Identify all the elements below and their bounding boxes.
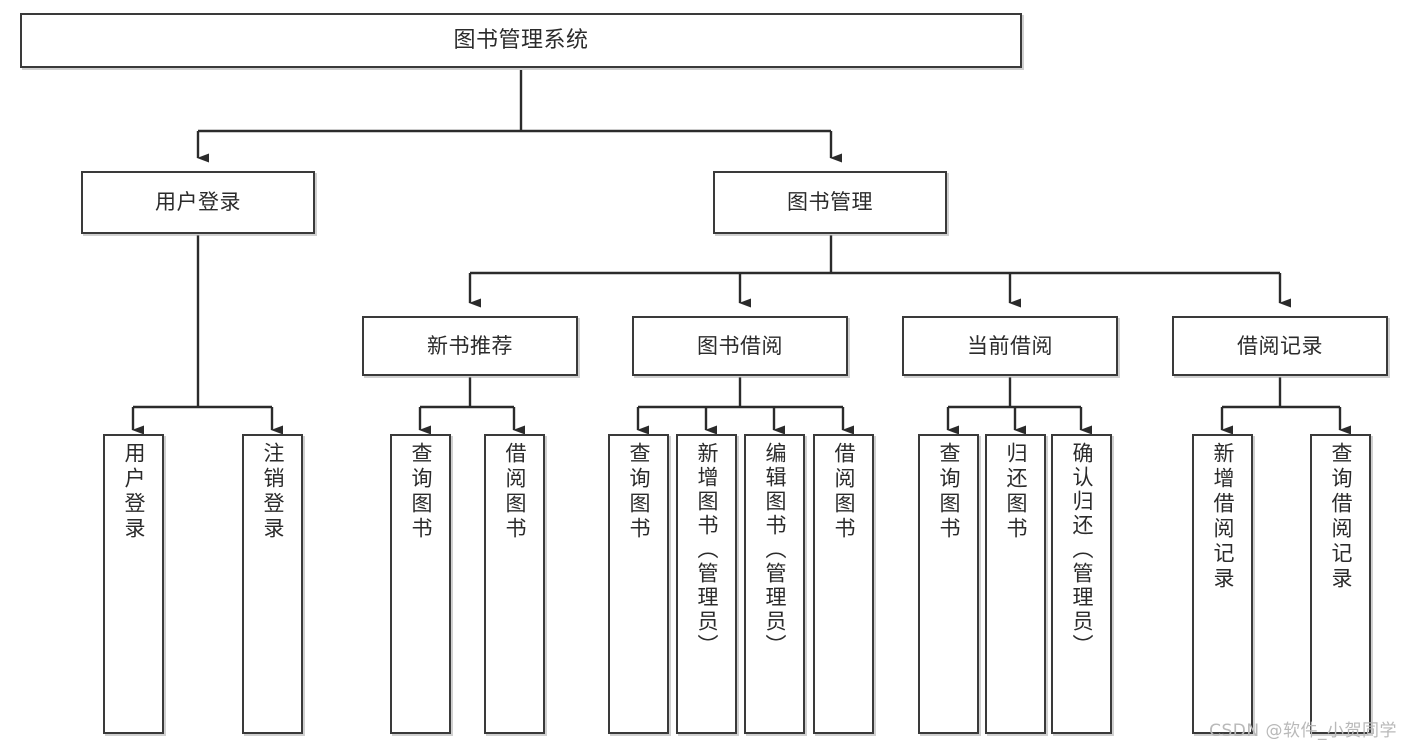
node-book-borrow[interactable]: 图书借阅 [632,316,848,376]
node-leaf-user-login[interactable]: 用户登录 [103,434,164,734]
node-label: 当前借阅 [967,333,1053,358]
node-leaf-logout[interactable]: 注销登录 [242,434,303,734]
node-label: 查询图书 [627,442,651,542]
node-leaf-borrow-book-rec[interactable]: 借阅图书 [484,434,545,734]
node-leaf-confirm-return-admin[interactable]: 确认归还（管理员） [1051,434,1112,734]
node-new-book-recommend[interactable]: 新书推荐 [362,316,578,376]
node-label: 用户登录 [122,442,146,542]
node-label: 新增图书（管理员） [695,442,719,658]
node-leaf-query-book-borrow[interactable]: 查询图书 [608,434,669,734]
node-leaf-borrow-book[interactable]: 借阅图书 [813,434,874,734]
node-label: 借阅记录 [1237,333,1323,358]
node-label: 借阅图书 [832,442,856,542]
node-label: 用户登录 [155,190,241,215]
node-label: 借阅图书 [503,442,527,542]
node-label: 图书管理 [787,190,873,215]
node-book-management[interactable]: 图书管理 [713,171,947,234]
node-label: 确认归还（管理员） [1070,442,1094,658]
node-leaf-query-borrow-record[interactable]: 查询借阅记录 [1310,434,1371,734]
node-leaf-query-book-current[interactable]: 查询图书 [918,434,979,734]
node-leaf-query-book-rec[interactable]: 查询图书 [390,434,451,734]
node-label: 归还图书 [1004,442,1028,542]
node-label: 新书推荐 [427,333,513,358]
node-leaf-add-borrow-record[interactable]: 新增借阅记录 [1192,434,1253,734]
node-root-system[interactable]: 图书管理系统 [20,13,1022,68]
node-leaf-edit-book-admin[interactable]: 编辑图书（管理员） [744,434,805,734]
node-label: 图书借阅 [697,333,783,358]
node-leaf-return-book[interactable]: 归还图书 [985,434,1046,734]
node-borrow-record[interactable]: 借阅记录 [1172,316,1388,376]
node-label: 图书管理系统 [453,27,589,53]
node-current-borrow[interactable]: 当前借阅 [902,316,1118,376]
node-label: 查询图书 [937,442,961,542]
node-label: 注销登录 [261,442,285,542]
watermark-text: CSDN @软件_小贺同学 [1209,721,1397,741]
node-label: 编辑图书（管理员） [763,442,787,658]
node-label: 查询图书 [409,442,433,542]
node-leaf-add-book-admin[interactable]: 新增图书（管理员） [676,434,737,734]
node-label: 查询借阅记录 [1329,442,1353,592]
node-label: 新增借阅记录 [1211,442,1235,592]
node-user-login[interactable]: 用户登录 [81,171,315,234]
